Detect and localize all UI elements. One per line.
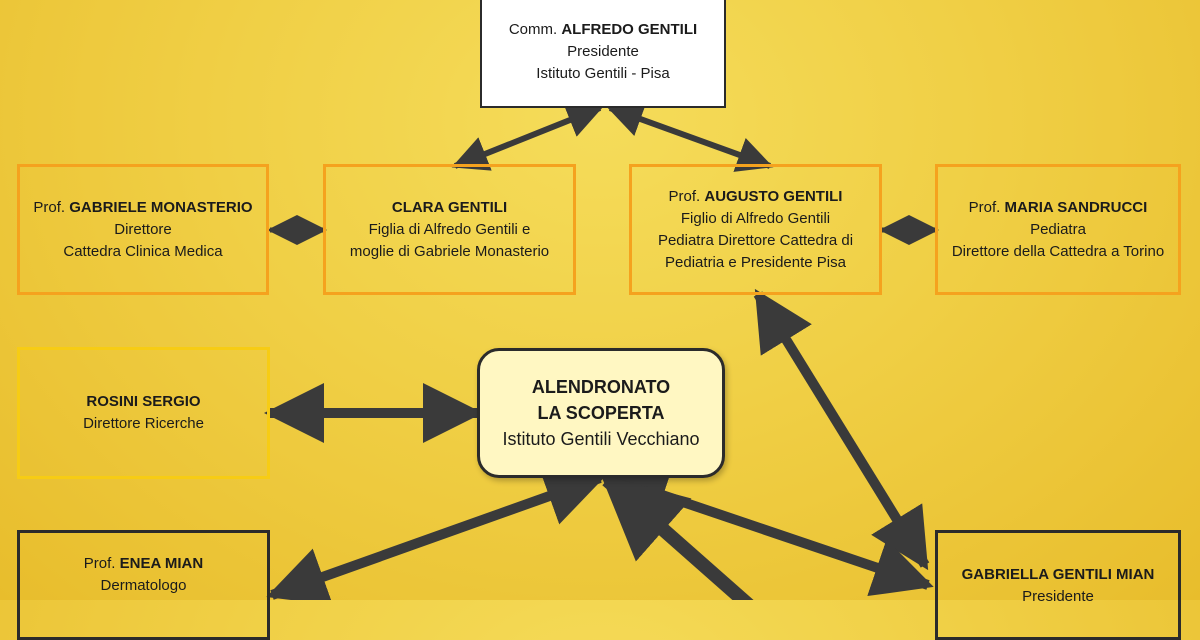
arrow-center-mian: [266, 467, 606, 600]
gabriella-name: GABRIELLA GENTILI MIAN: [961, 566, 1155, 583]
president-role: Presidente: [567, 43, 639, 60]
mian-prefix: Prof.: [83, 555, 116, 572]
monasterio-name-line: Prof. GABRIELE MONASTERIO: [33, 197, 252, 219]
president-org: Istituto Gentili - Pisa: [536, 65, 670, 82]
center-title-line2: LA SCOPERTA: [537, 403, 665, 423]
mian-node: Prof. ENEA MIAN Dermatologo: [17, 530, 270, 640]
monasterio-prefix: Prof.: [33, 198, 66, 216]
sandrucci-prefix: Prof.: [968, 198, 1001, 216]
sandrucci-role: Pediatra: [1030, 220, 1086, 238]
president-name-line: Comm. ALFREDO GENTILI: [509, 19, 697, 41]
mian-name-line: Prof. ENEA MIAN: [84, 553, 203, 575]
augusto-name-line: Prof. AUGUSTO GENTILI: [669, 186, 843, 208]
rosini-role: Direttore Ricerche: [83, 415, 204, 432]
center-title-line1: ALENDRONATO: [531, 377, 671, 397]
clara-line2: moglie di Gabriele Monasterio: [349, 242, 550, 260]
discovery-center-node: ALENDRONATO LA SCOPERTA Istituto Gentili…: [477, 348, 725, 478]
augusto-line1: Figlio di Alfredo Gentili: [680, 209, 831, 227]
clara-node: CLARA GENTILI Figlia di Alfredo Gentili …: [323, 164, 576, 295]
mian-name: ENEA MIAN: [119, 555, 204, 572]
monasterio-node: Prof. GABRIELE MONASTERIO Direttore Catt…: [17, 164, 269, 295]
president-name: ALFREDO GENTILI: [561, 21, 698, 38]
sandrucci-name: MARIA SANDRUCCI: [1004, 198, 1148, 216]
mian-role: Dermatologo: [100, 577, 187, 594]
monasterio-name: GABRIELE MONASTERIO: [69, 198, 253, 216]
president-prefix: Comm.: [508, 21, 558, 38]
gabriella-role: Presidente: [1022, 588, 1094, 605]
gabriella-node: GABRIELLA GENTILI MIAN Presidente: [935, 530, 1181, 640]
sandrucci-detail: Direttore della Cattedra a Torino: [951, 242, 1165, 260]
rosini-name: ROSINI SERGIO: [86, 393, 201, 410]
rosini-node: ROSINI SERGIO Direttore Ricerche: [17, 347, 270, 479]
monasterio-detail: Cattedra Clinica Medica: [63, 242, 223, 260]
augusto-name: AUGUSTO GENTILI: [704, 187, 843, 205]
sandrucci-name-line: Prof. MARIA SANDRUCCI: [969, 197, 1148, 219]
president-node: Comm. ALFREDO GENTILI Presidente Istitut…: [480, 0, 726, 108]
arrow-president-clara: [451, 103, 604, 171]
arrow-center-bottom: [600, 474, 754, 600]
augusto-prefix: Prof.: [668, 187, 701, 205]
arrow-augusto-gabriella: [753, 288, 930, 571]
arrow-president-augusto: [606, 102, 774, 172]
augusto-node: Prof. AUGUSTO GENTILI Figlio di Alfredo …: [629, 164, 882, 295]
connection-arrows: [264, 102, 939, 600]
clara-name: CLARA GENTILI: [391, 198, 508, 216]
monasterio-role: Direttore: [114, 220, 172, 238]
augusto-line3: Pediatria e Presidente Pisa: [665, 253, 846, 271]
augusto-line2: Pediatra Direttore Cattedra di: [657, 231, 854, 249]
center-subtitle: Istituto Gentili Vecchiano: [502, 429, 700, 449]
clara-line1: Figlia di Alfredo Gentili e: [368, 220, 531, 238]
sandrucci-node: Prof. MARIA SANDRUCCI Pediatra Direttore…: [935, 164, 1181, 295]
